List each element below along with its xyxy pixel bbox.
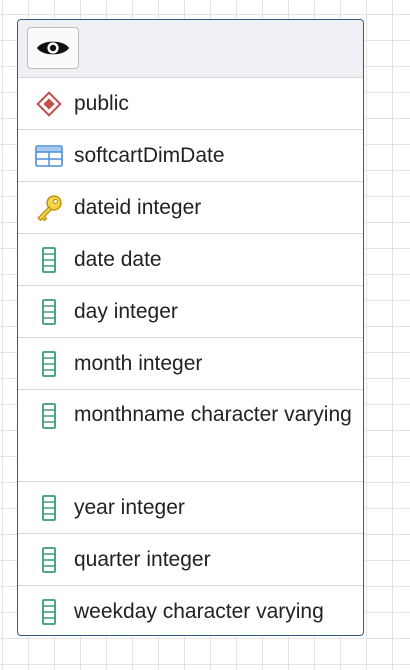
erd-table-node[interactable]: public softcartDimDate dateid integer — [17, 19, 364, 636]
column-row-month[interactable]: month integer — [18, 338, 363, 390]
schema-row: public — [18, 78, 363, 130]
column-icon — [34, 402, 64, 430]
schema-icon — [34, 90, 64, 118]
column-label: month integer — [74, 352, 203, 375]
column-label: dateid integer — [74, 196, 202, 219]
column-icon — [34, 494, 64, 522]
table-name: softcartDimDate — [74, 144, 225, 167]
column-label: weekday character varying — [74, 600, 324, 623]
column-icon — [34, 298, 64, 326]
column-row-date[interactable]: date date — [18, 234, 363, 286]
column-row-monthname[interactable]: monthname character varying — [18, 390, 363, 482]
column-label: monthname character varying — [74, 403, 352, 426]
schema-name: public — [74, 92, 129, 115]
table-node-header — [18, 20, 363, 78]
column-row-year[interactable]: year integer — [18, 482, 363, 534]
column-row-day[interactable]: day integer — [18, 286, 363, 338]
table-name-row: softcartDimDate — [18, 130, 363, 182]
column-row-dateid[interactable]: dateid integer — [18, 182, 363, 234]
column-label: day integer — [74, 300, 178, 323]
column-label: year integer — [74, 496, 185, 519]
table-icon — [34, 142, 64, 170]
column-row-weekday[interactable]: weekday character varying — [18, 586, 363, 635]
column-row-quarter[interactable]: quarter integer — [18, 534, 363, 586]
column-label: date date — [74, 248, 162, 271]
column-icon — [34, 546, 64, 574]
toggle-details-button[interactable] — [27, 27, 79, 69]
column-icon — [34, 350, 64, 378]
column-icon — [34, 246, 64, 274]
column-icon — [34, 598, 64, 626]
eye-icon — [37, 41, 69, 55]
primary-key-icon — [34, 194, 64, 222]
column-label: quarter integer — [74, 548, 211, 571]
